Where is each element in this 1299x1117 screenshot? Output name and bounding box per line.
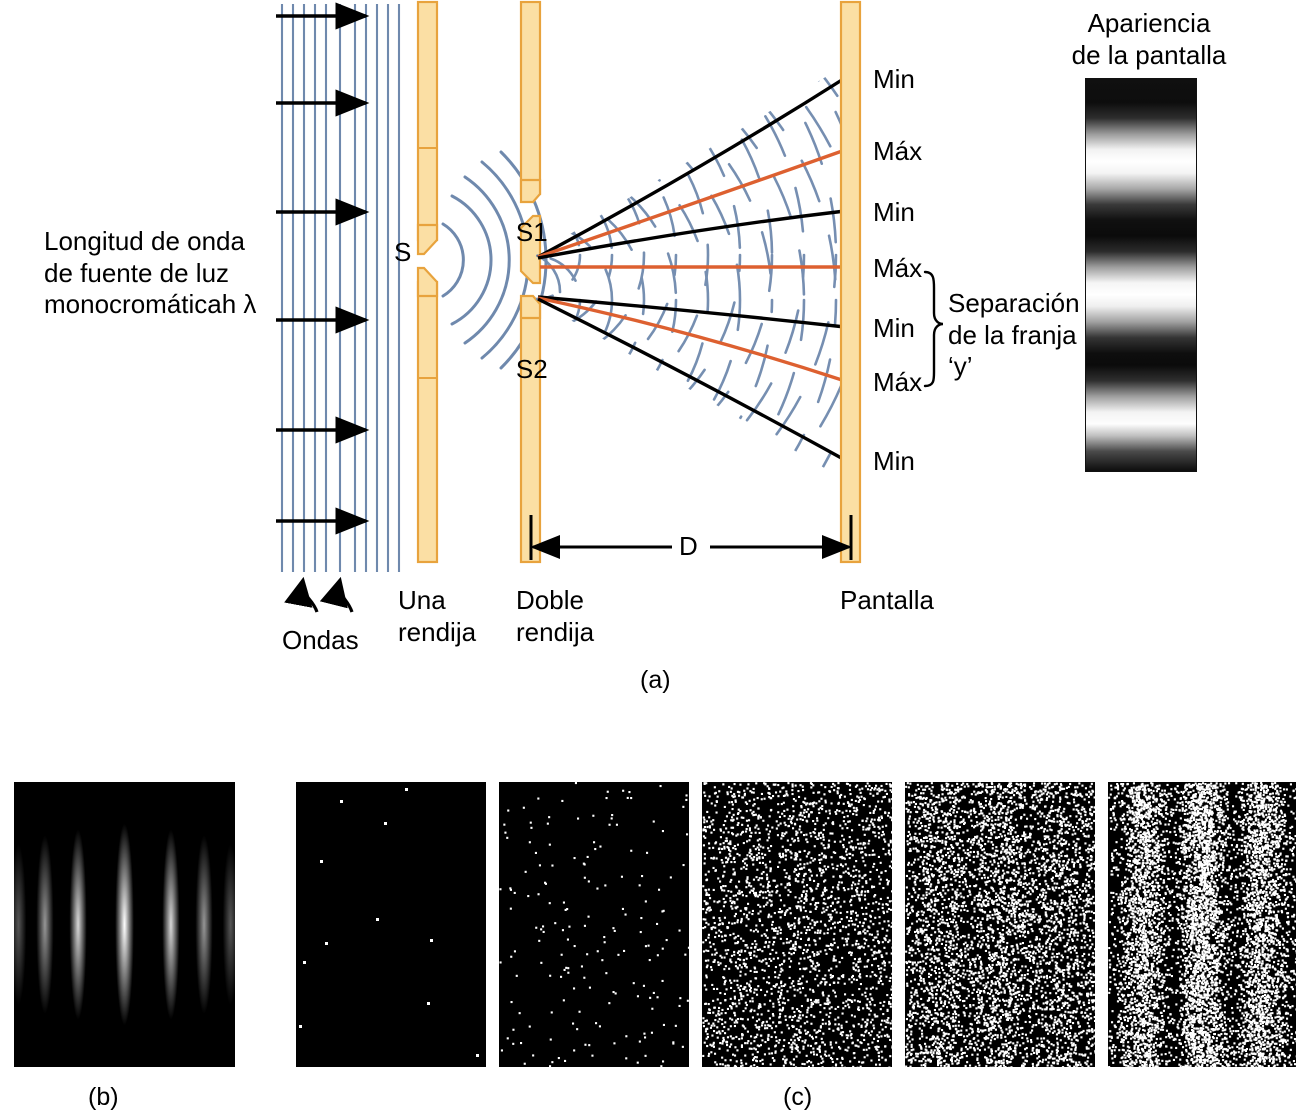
screen-label: Pantalla [840, 585, 934, 615]
double-slit-diagram [276, 0, 944, 613]
panel-c-frame-3 [702, 782, 894, 1067]
plane-wavefronts [280, 4, 401, 572]
incoming-wave-arrows [276, 2, 370, 535]
screen-appearance-strip [1085, 78, 1197, 472]
waves-label: Ondas [282, 625, 359, 655]
fringe-label-max-3: Máx [873, 367, 923, 397]
caption-b: (b) [88, 1083, 119, 1111]
panel-c-photon-accumulation [296, 782, 1296, 1067]
ondas-arrows [284, 576, 354, 613]
single-slit-barrier [416, 0, 439, 564]
caption-c: (c) [783, 1083, 813, 1111]
fringe-label-min-4: Min [873, 446, 915, 476]
fringe-label-min-1: Min [873, 64, 915, 94]
fringe-label-min-3: Min [873, 313, 915, 343]
panel-c-frame-4 [905, 782, 1097, 1067]
panel-c-frame-5 [1108, 782, 1296, 1067]
distance-dimension [529, 515, 853, 563]
slit1-label: S1 [487, 216, 548, 247]
distance-label: D [679, 531, 698, 561]
interference-rays [537, 76, 846, 462]
fringe-label-max-1: Máx [873, 136, 923, 166]
panel-c-frame-1 [296, 782, 486, 1067]
slit2-label: S2 [487, 353, 548, 384]
panel-b-interference-pattern [14, 782, 235, 1067]
panel-c-frame-2 [499, 782, 690, 1067]
caption-a: (a) [640, 666, 671, 694]
double-slit-barrier [519, 0, 542, 564]
fringe-separation-brace [923, 270, 944, 388]
interference-wave-mesh [536, 65, 845, 480]
fringe-label-max-2: Máx [873, 253, 923, 283]
screen-barrier [839, 0, 862, 564]
source-slit-label: S [394, 237, 412, 267]
fringe-label-min-2: Min [873, 197, 915, 227]
